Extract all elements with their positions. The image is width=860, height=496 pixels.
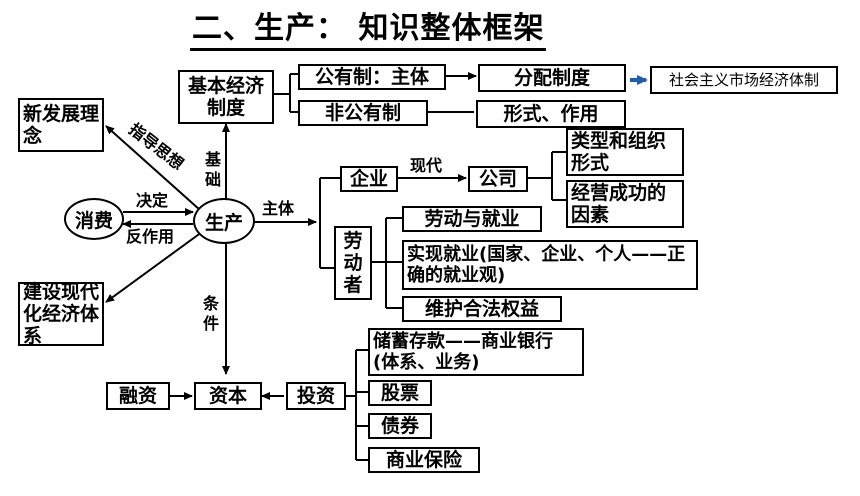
modern-economy-box: 建设现代化经济体系 — [18, 281, 104, 347]
bonds-box: 债券 — [368, 413, 432, 439]
investment-box: 投资 — [286, 382, 346, 410]
savings-box: 储蓄存款——商业银行(体系、业务) — [368, 328, 584, 376]
distribution-system-box: 分配制度 — [478, 64, 626, 92]
laborer-box: 劳动者 — [334, 226, 372, 300]
foundation-label: 基础 — [204, 150, 221, 189]
financing-box: 融资 — [106, 382, 170, 410]
types-forms-box: 类型和组织形式 — [566, 128, 684, 176]
realize-employment-box: 实现就业(国家、企业、个人——正确的就业观) — [402, 240, 698, 290]
enterprise-box: 企业 — [340, 166, 398, 192]
stocks-box: 股票 — [368, 380, 432, 406]
main-body-label: 主体 — [262, 199, 295, 218]
reacts-label: 反作用 — [126, 227, 175, 246]
public-ownership-box: 公有制：主体 — [298, 64, 446, 90]
condition-label: 条件 — [202, 294, 219, 333]
non-public-ownership-box: 非公有制 — [298, 100, 428, 126]
labor-employment-box: 劳动与就业 — [402, 206, 542, 232]
company-box: 公司 — [468, 166, 528, 192]
protect-rights-box: 维护合法权益 — [402, 296, 562, 322]
forms-roles-box: 形式、作用 — [476, 100, 626, 128]
production-node: 生产 — [193, 198, 255, 244]
success-factors-box: 经营成功的因素 — [566, 180, 684, 228]
socialist-market-economy-box: 社会主义市场经济体制 — [650, 66, 838, 94]
new-philosophy-box: 新发展理念 — [18, 98, 104, 152]
modern-label: 现代 — [410, 156, 443, 175]
insurance-box: 商业保险 — [368, 447, 480, 473]
determines-label: 决定 — [136, 191, 169, 210]
consumption-node: 消费 — [64, 198, 124, 240]
basic-economic-system-box: 基本经济制度 — [178, 70, 274, 124]
page-title: 二、生产： 知识整体框架 — [190, 10, 547, 51]
capital-box: 资本 — [194, 382, 262, 410]
